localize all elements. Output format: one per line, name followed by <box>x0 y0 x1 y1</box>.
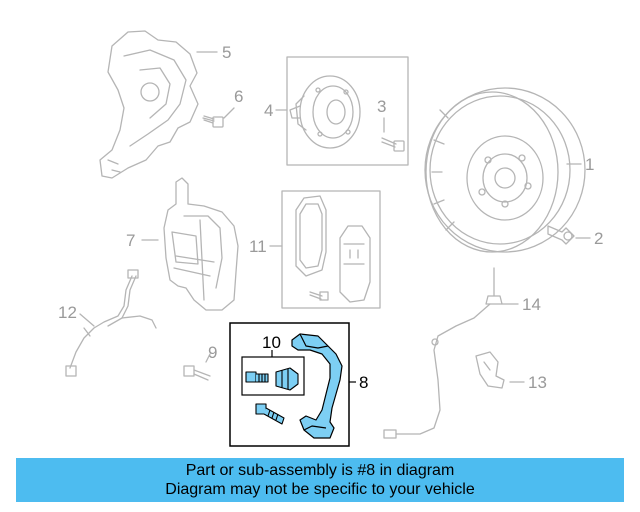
exploded-parts-diagram: 5 6 4 3 1 2 7 11 12 9 14 13 10 8 <box>58 30 603 447</box>
guide-pin-boot-part[interactable] <box>275 367 299 391</box>
sensor-clip-part[interactable] <box>475 351 505 389</box>
shield-bolt-part[interactable] <box>202 115 224 128</box>
brake-rotor-part[interactable] <box>424 87 586 253</box>
brake-hose-part[interactable] <box>65 269 157 377</box>
callout-11[interactable]: 11 <box>249 237 267 256</box>
guide-pin-part[interactable] <box>245 371 269 383</box>
banner-line-disclaimer: Diagram may not be specific to your vehi… <box>165 481 475 498</box>
bracket-bolt-part[interactable] <box>255 403 285 425</box>
leader-line-12 <box>79 313 95 327</box>
leader-line-6 <box>223 107 235 119</box>
callout-14[interactable]: 14 <box>522 295 541 314</box>
callout-3[interactable]: 3 <box>377 97 386 116</box>
callout-12[interactable]: 12 <box>58 303 77 322</box>
info-banner: Part or sub-assembly is #8 in diagram Di… <box>16 458 624 502</box>
hub-bearing-group-box <box>286 56 409 166</box>
callout-6[interactable]: 6 <box>234 87 243 106</box>
callout-8[interactable]: 8 <box>359 373 368 392</box>
banner-line-part-number: Part or sub-assembly is #8 in diagram <box>185 462 455 479</box>
rotor-screw-part[interactable] <box>547 225 575 245</box>
callout-1[interactable]: 1 <box>585 155 594 174</box>
caliper-support-bracket-part[interactable] <box>291 333 343 439</box>
caliper-support-group-box <box>229 322 350 447</box>
guide-pin-kit-box <box>241 356 305 396</box>
hub-bearing-part[interactable] <box>289 75 361 149</box>
pad-bolt-part[interactable] <box>309 291 329 301</box>
callout-2[interactable]: 2 <box>594 229 603 248</box>
hub-bolt-part[interactable] <box>381 137 405 152</box>
caliper-bolt-part[interactable] <box>183 365 211 381</box>
callout-7[interactable]: 7 <box>126 231 135 250</box>
brake-caliper-part[interactable] <box>163 177 239 311</box>
leader-line-9 <box>205 353 211 363</box>
splash-shield-part[interactable] <box>99 30 199 179</box>
brake-pad-group-box <box>281 190 381 309</box>
wear-sensor-part[interactable] <box>383 267 503 439</box>
callout-5[interactable]: 5 <box>222 43 231 62</box>
brake-pads-part[interactable] <box>295 195 371 303</box>
callout-9[interactable]: 9 <box>208 343 217 362</box>
callout-13[interactable]: 13 <box>528 373 547 392</box>
callout-4[interactable]: 4 <box>264 101 273 120</box>
callout-10[interactable]: 10 <box>262 333 281 352</box>
